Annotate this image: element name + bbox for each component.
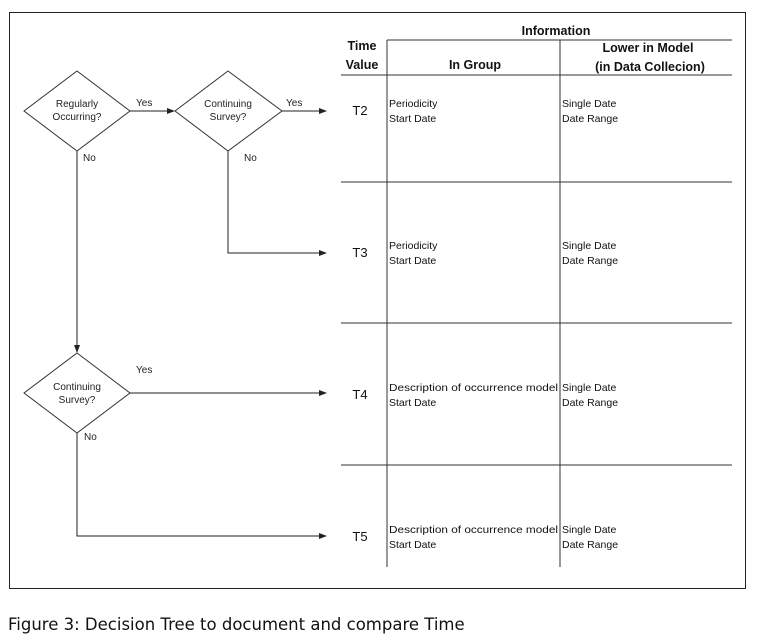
regularly-occurring-label-2: Occurring? — [53, 112, 102, 123]
edge-label-yes-2: Yes — [286, 98, 302, 109]
header-lower-in-model: Lower in Model — [603, 41, 694, 55]
decision-tree-diagram: Information Time Value In Group Lower in… — [23, 24, 732, 567]
edge-label-no-2: No — [244, 153, 257, 164]
continuing-survey-decision-top — [174, 70, 283, 152]
row-4-lower-line-1: Single Date — [562, 524, 616, 536]
row-4-lower-line-2: Date Range — [562, 539, 618, 551]
row-4-time-value: T5 — [352, 529, 367, 544]
arrow-continuing-bottom-no — [76, 433, 327, 539]
row-1-group-line-1: Periodicity — [389, 98, 438, 110]
continuing-survey-top-label-2: Survey? — [210, 112, 247, 123]
header-in-group: In Group — [449, 58, 501, 72]
header-information: Information — [522, 24, 591, 38]
continuing-survey-bottom-label-1: Continuing — [53, 382, 101, 393]
row-1-lower-line-2: Date Range — [562, 113, 618, 125]
row-4-group-line-1: Description of occurrence model — [389, 524, 558, 536]
edge-label-yes-3: Yes — [136, 365, 152, 376]
row-3-lower-line-1: Single Date — [562, 382, 616, 394]
row-1-time-value: T2 — [352, 103, 367, 118]
header-value: Value — [346, 58, 379, 72]
row-4-group-line-2: Start Date — [389, 539, 436, 551]
figure-frame — [9, 12, 746, 589]
continuing-survey-decision-bottom — [23, 352, 131, 434]
header-time: Time — [348, 39, 377, 53]
row-1-group-line-2: Start Date — [389, 113, 436, 125]
row-2-group-line-1: Periodicity — [389, 240, 438, 252]
regularly-occurring-decision — [23, 70, 131, 152]
edge-label-yes-1: Yes — [136, 98, 152, 109]
row-1-lower-line-1: Single Date — [562, 98, 616, 110]
continuing-survey-bottom-label-2: Survey? — [59, 395, 96, 406]
row-3-group-line-1: Description of occurrence model — [389, 382, 558, 394]
row-3-lower-line-2: Date Range — [562, 397, 618, 409]
row-2-lower-line-2: Date Range — [562, 255, 618, 267]
row-3-time-value: T4 — [352, 387, 367, 402]
figure-caption: Figure 3: Decision Tree to document and … — [8, 615, 465, 634]
row-2-group-line-2: Start Date — [389, 255, 436, 267]
edge-label-no-1: No — [83, 153, 96, 164]
continuing-survey-top-label-1: Continuing — [204, 99, 252, 110]
row-3-group-line-2: Start Date — [389, 397, 436, 409]
edge-label-no-3: No — [84, 432, 97, 443]
header-in-data-collection: (in Data Collecion) — [595, 60, 705, 74]
row-2-lower-line-1: Single Date — [562, 240, 616, 252]
regularly-occurring-label-1: Regularly — [56, 99, 98, 110]
arrow-continuing-top-no — [227, 151, 327, 256]
row-2-time-value: T3 — [352, 245, 367, 260]
table-grid — [341, 39, 732, 567]
